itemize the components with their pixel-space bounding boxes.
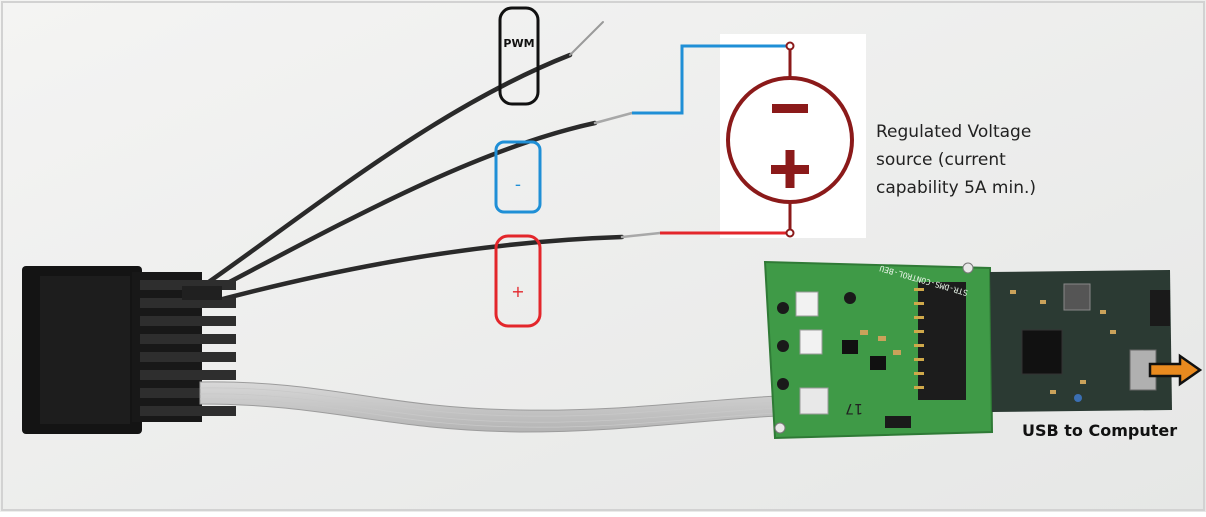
voltage-source-symbol [726, 41, 854, 238]
ribbon-number-label: 17 [845, 400, 863, 416]
plus-wire-tip [620, 231, 662, 239]
wires [187, 21, 662, 308]
regulated-line-1: Regulated Voltage [876, 122, 1032, 142]
minus-box [494, 140, 542, 214]
minus-sign [772, 104, 808, 113]
minus-label: - [514, 175, 522, 195]
minus-wire [192, 120, 598, 303]
minus-lead [632, 44, 790, 115]
plus-wire [197, 234, 625, 308]
control-pcb [763, 260, 994, 440]
plus-label: + [511, 282, 525, 301]
regulated-line-2: source (current [876, 150, 1006, 170]
regulated-line-3: capability 5A min.) [876, 178, 1037, 198]
pwm-label: PWM [503, 37, 535, 50]
pwm-box [498, 6, 540, 106]
pwm-wire [187, 52, 573, 298]
pwm-wire-tip [569, 21, 604, 56]
usb-arrow-icon [1148, 353, 1203, 387]
connector-block [22, 266, 236, 434]
regulated-voltage-caption: Regulated Voltage source (current capabi… [876, 118, 1036, 202]
usb-to-computer-label: USB to Computer [1022, 421, 1178, 440]
usb-adapter-board [990, 270, 1172, 412]
plus-box [494, 234, 542, 328]
plus-sign-v [785, 150, 795, 188]
minus-wire-tip [593, 111, 634, 125]
